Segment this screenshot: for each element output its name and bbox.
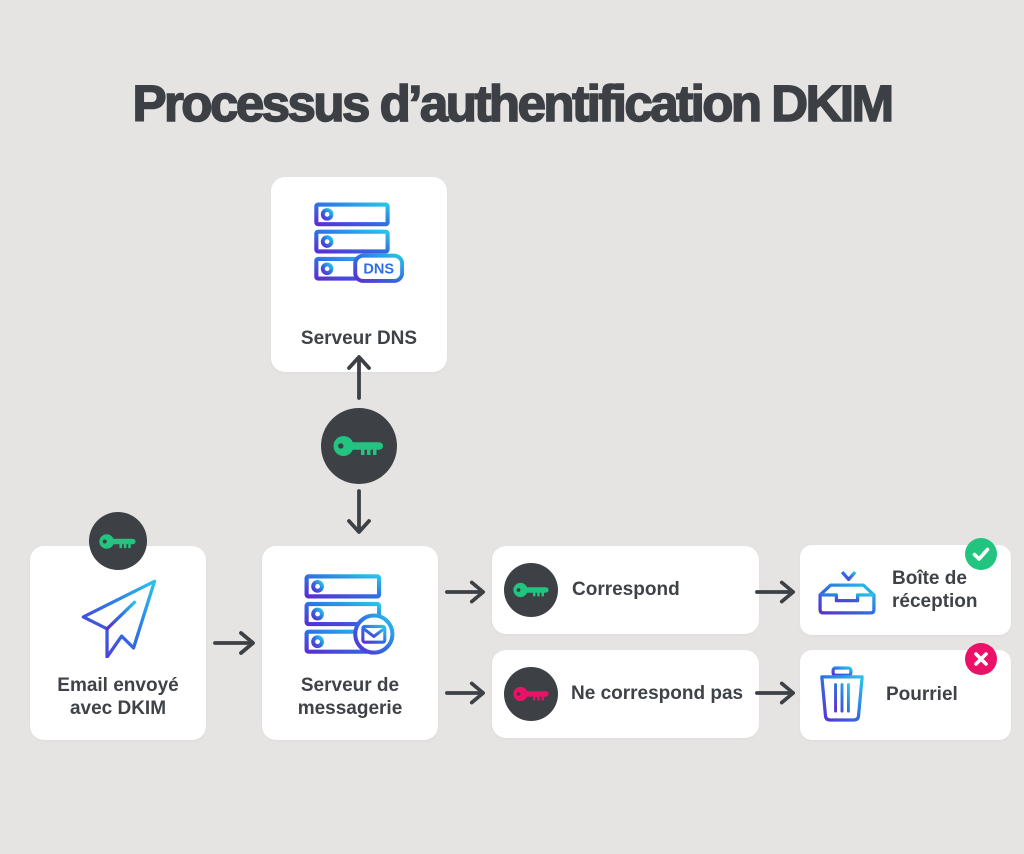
trash-icon <box>820 666 864 722</box>
dns-server-card: DNS Serveur DNS <box>271 177 447 372</box>
green-key-icon <box>99 533 136 549</box>
mail-server-icon <box>304 574 395 655</box>
mail-server-card: Serveur de messagerie <box>262 546 438 740</box>
mail-server-label: Serveur de messagerie <box>297 674 403 719</box>
dns-server-icon: DNS <box>314 202 404 283</box>
arrow-email-to-server-icon <box>213 631 255 655</box>
inbox-icon <box>818 565 876 615</box>
no-match-label: Ne correspond pas <box>571 683 744 705</box>
dns-badge-text: DNS <box>363 261 394 277</box>
inbox-label: Boîte de réception <box>892 567 978 612</box>
arrow-server-to-nomatch-icon <box>445 681 486 705</box>
key-badge <box>89 512 147 570</box>
no-match-card: Ne correspond pas <box>492 650 759 738</box>
key-badge <box>504 563 558 617</box>
green-key-icon <box>333 436 383 456</box>
match-card: Correspond <box>492 546 759 634</box>
arrow-nomatch-to-spam-icon <box>755 681 796 705</box>
arrow-down-to-server-icon <box>347 489 371 534</box>
page-title: Processus d’authentification DKIM <box>132 74 895 133</box>
green-key-icon <box>512 582 549 598</box>
pink-key-icon <box>512 686 549 702</box>
email-sent-label: Email envoyé avec DKIM <box>57 674 179 719</box>
key-badge <box>504 667 558 721</box>
paper-plane-icon <box>81 579 157 658</box>
dkim-key-circle <box>321 408 397 484</box>
inbox-card: Boîte de réception <box>800 538 1011 635</box>
checkmark-badge-icon <box>965 538 997 570</box>
arrow-server-to-match-icon <box>445 580 486 604</box>
spam-card: Pourriel <box>800 643 1011 740</box>
arrow-match-to-inbox-icon <box>755 580 796 604</box>
arrow-up-to-dns-icon <box>347 355 371 400</box>
match-label: Correspond <box>572 579 680 601</box>
x-badge-icon <box>965 643 997 675</box>
spam-label: Pourriel <box>886 684 958 706</box>
email-sent-card: Email envoyé avec DKIM <box>30 512 206 740</box>
dns-server-label: Serveur DNS <box>300 327 418 349</box>
